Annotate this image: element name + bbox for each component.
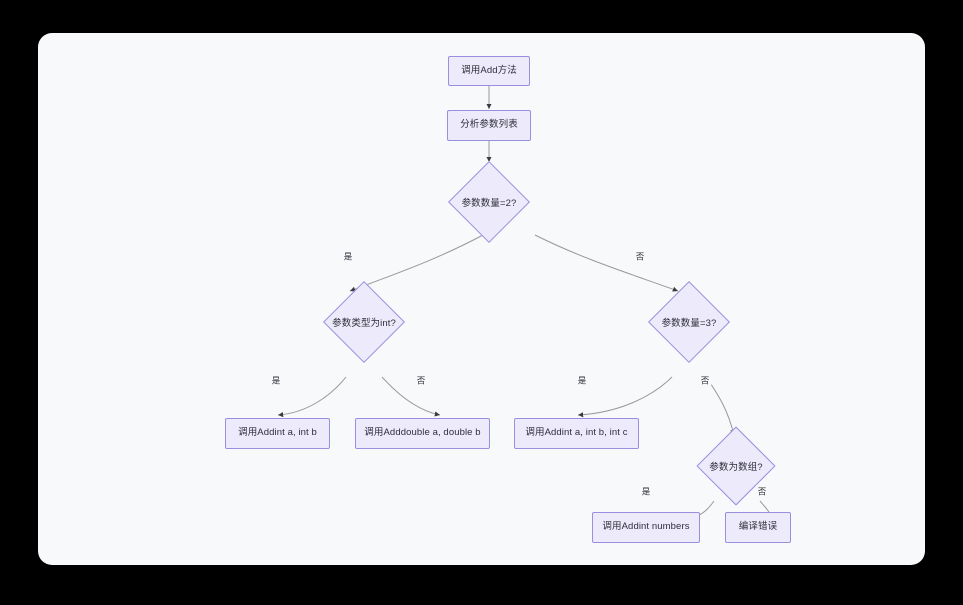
diagram-card: 调用Add方法 分析参数列表 参数数量=2? 参数类型为int? 参数数量=3?… xyxy=(38,33,925,565)
edge-label-yes-isarray: 是 xyxy=(640,485,652,497)
node-label: 调用Adddouble a, double b xyxy=(364,427,481,439)
node-label: 参数数量=3? xyxy=(661,318,717,329)
node-call-add-double-double[interactable]: 调用Adddouble a, double b xyxy=(355,418,490,449)
node-label: 参数为数组? xyxy=(709,462,763,473)
edge-n5-n8 xyxy=(577,376,673,418)
edge-label-yes-count3: 是 xyxy=(576,374,588,386)
node-label: 调用Add方法 xyxy=(461,64,517,76)
edge-label-yes-typeint: 是 xyxy=(270,374,282,386)
node-call-add-int-int-int[interactable]: 调用Addint a, int b, int c xyxy=(514,418,639,449)
node-compile-error[interactable]: 编译错误 xyxy=(725,512,791,543)
node-label: 编译错误 xyxy=(738,521,778,533)
edge-label-no-count2: 否 xyxy=(634,250,646,262)
decision-param-is-array[interactable]: 参数为数组? xyxy=(696,426,776,506)
node-label: 调用Addint numbers xyxy=(602,521,690,533)
node-label: 参数数量=2? xyxy=(461,198,517,209)
node-call-add-method[interactable]: 调用Add方法 xyxy=(448,56,530,86)
edge-label-no-typeint: 否 xyxy=(415,374,427,386)
edge-label-yes-count2: 是 xyxy=(342,250,354,262)
decision-param-count-3[interactable]: 参数数量=3? xyxy=(647,280,731,364)
edge-n3-n4 xyxy=(349,234,484,292)
edge-label-no-isarray: 否 xyxy=(756,485,768,497)
edge-label-no-count3: 否 xyxy=(699,374,711,386)
edge-n3-n5 xyxy=(534,234,679,292)
decision-param-count-2[interactable]: 参数数量=2? xyxy=(447,160,531,244)
node-label: 调用Addint a, int b, int c xyxy=(525,427,628,439)
decision-param-type-int[interactable]: 参数类型为int? xyxy=(322,280,406,364)
edge-n4-n7 xyxy=(381,376,441,417)
flowchart-canvas: 调用Add方法 分析参数列表 参数数量=2? 参数类型为int? 参数数量=3?… xyxy=(38,33,925,565)
node-label: 分析参数列表 xyxy=(460,119,518,131)
node-analyze-parameter-list[interactable]: 分析参数列表 xyxy=(447,110,531,141)
edge-n4-n6 xyxy=(277,376,347,418)
node-call-add-int-int[interactable]: 调用Addint a, int b xyxy=(225,418,330,449)
node-label: 参数类型为int? xyxy=(332,318,396,329)
node-call-add-int-array[interactable]: 调用Addint numbers xyxy=(592,512,700,543)
node-label: 调用Addint a, int b xyxy=(238,427,317,439)
